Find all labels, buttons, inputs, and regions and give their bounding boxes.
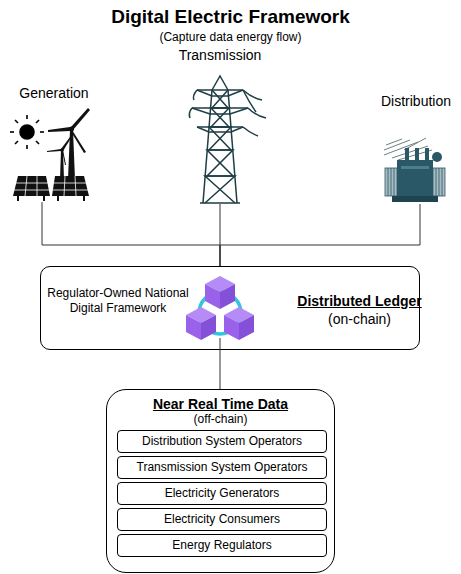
node-text: Electricity Generators [118,486,326,501]
solar-panels [13,176,89,201]
transmission-tower [189,76,266,203]
data-box: Distribution System OperatorsTransmissio… [106,389,335,573]
role-box: Electricity Consumers [117,508,327,531]
node-text: Transmission System Operators [118,460,326,475]
node-text: Energy Regulators [118,538,326,553]
node-text: Electricity Consumers [118,512,326,527]
generation-group: Generation [8,84,100,202]
node-text: Regulator-Owned National Digital Framewo… [43,286,193,316]
node-text: Distribution [372,92,460,110]
node-text: (on-chain) [267,310,452,328]
sun-icon [10,115,44,149]
node-text: Distributed Ledger [267,292,452,310]
node-text: Distribution System Operators [118,434,326,449]
node-text: Generation [8,84,100,102]
connector-line [42,202,220,266]
node-text: Near Real Time Data [107,395,334,413]
distribution-group: Distribution [372,92,460,204]
cube [205,276,235,309]
role-box: Transmission System Operators [117,456,327,479]
wind-turbine [47,108,90,180]
node-text: Transmission [170,46,270,64]
diagram-caption: (Capture data energy flow) [0,30,461,44]
ledger-box: Regulator-Owned National Digital Framewo… [40,266,420,350]
transformer-icon [384,138,445,202]
role-box: Distribution System Operators [117,430,327,453]
role-box: Electricity Generators [117,482,327,505]
diagram-title: Digital Electric Framework [0,6,461,28]
chain-ring [199,292,241,334]
icon-stem [220,338,221,350]
cube [224,307,254,340]
role-box: Energy Regulators [117,534,327,557]
cube [186,307,216,340]
node-text: (off-chain) [107,412,334,427]
transmission-group: Transmission [170,46,270,204]
connector-line [220,204,420,266]
connector-line [220,350,221,389]
